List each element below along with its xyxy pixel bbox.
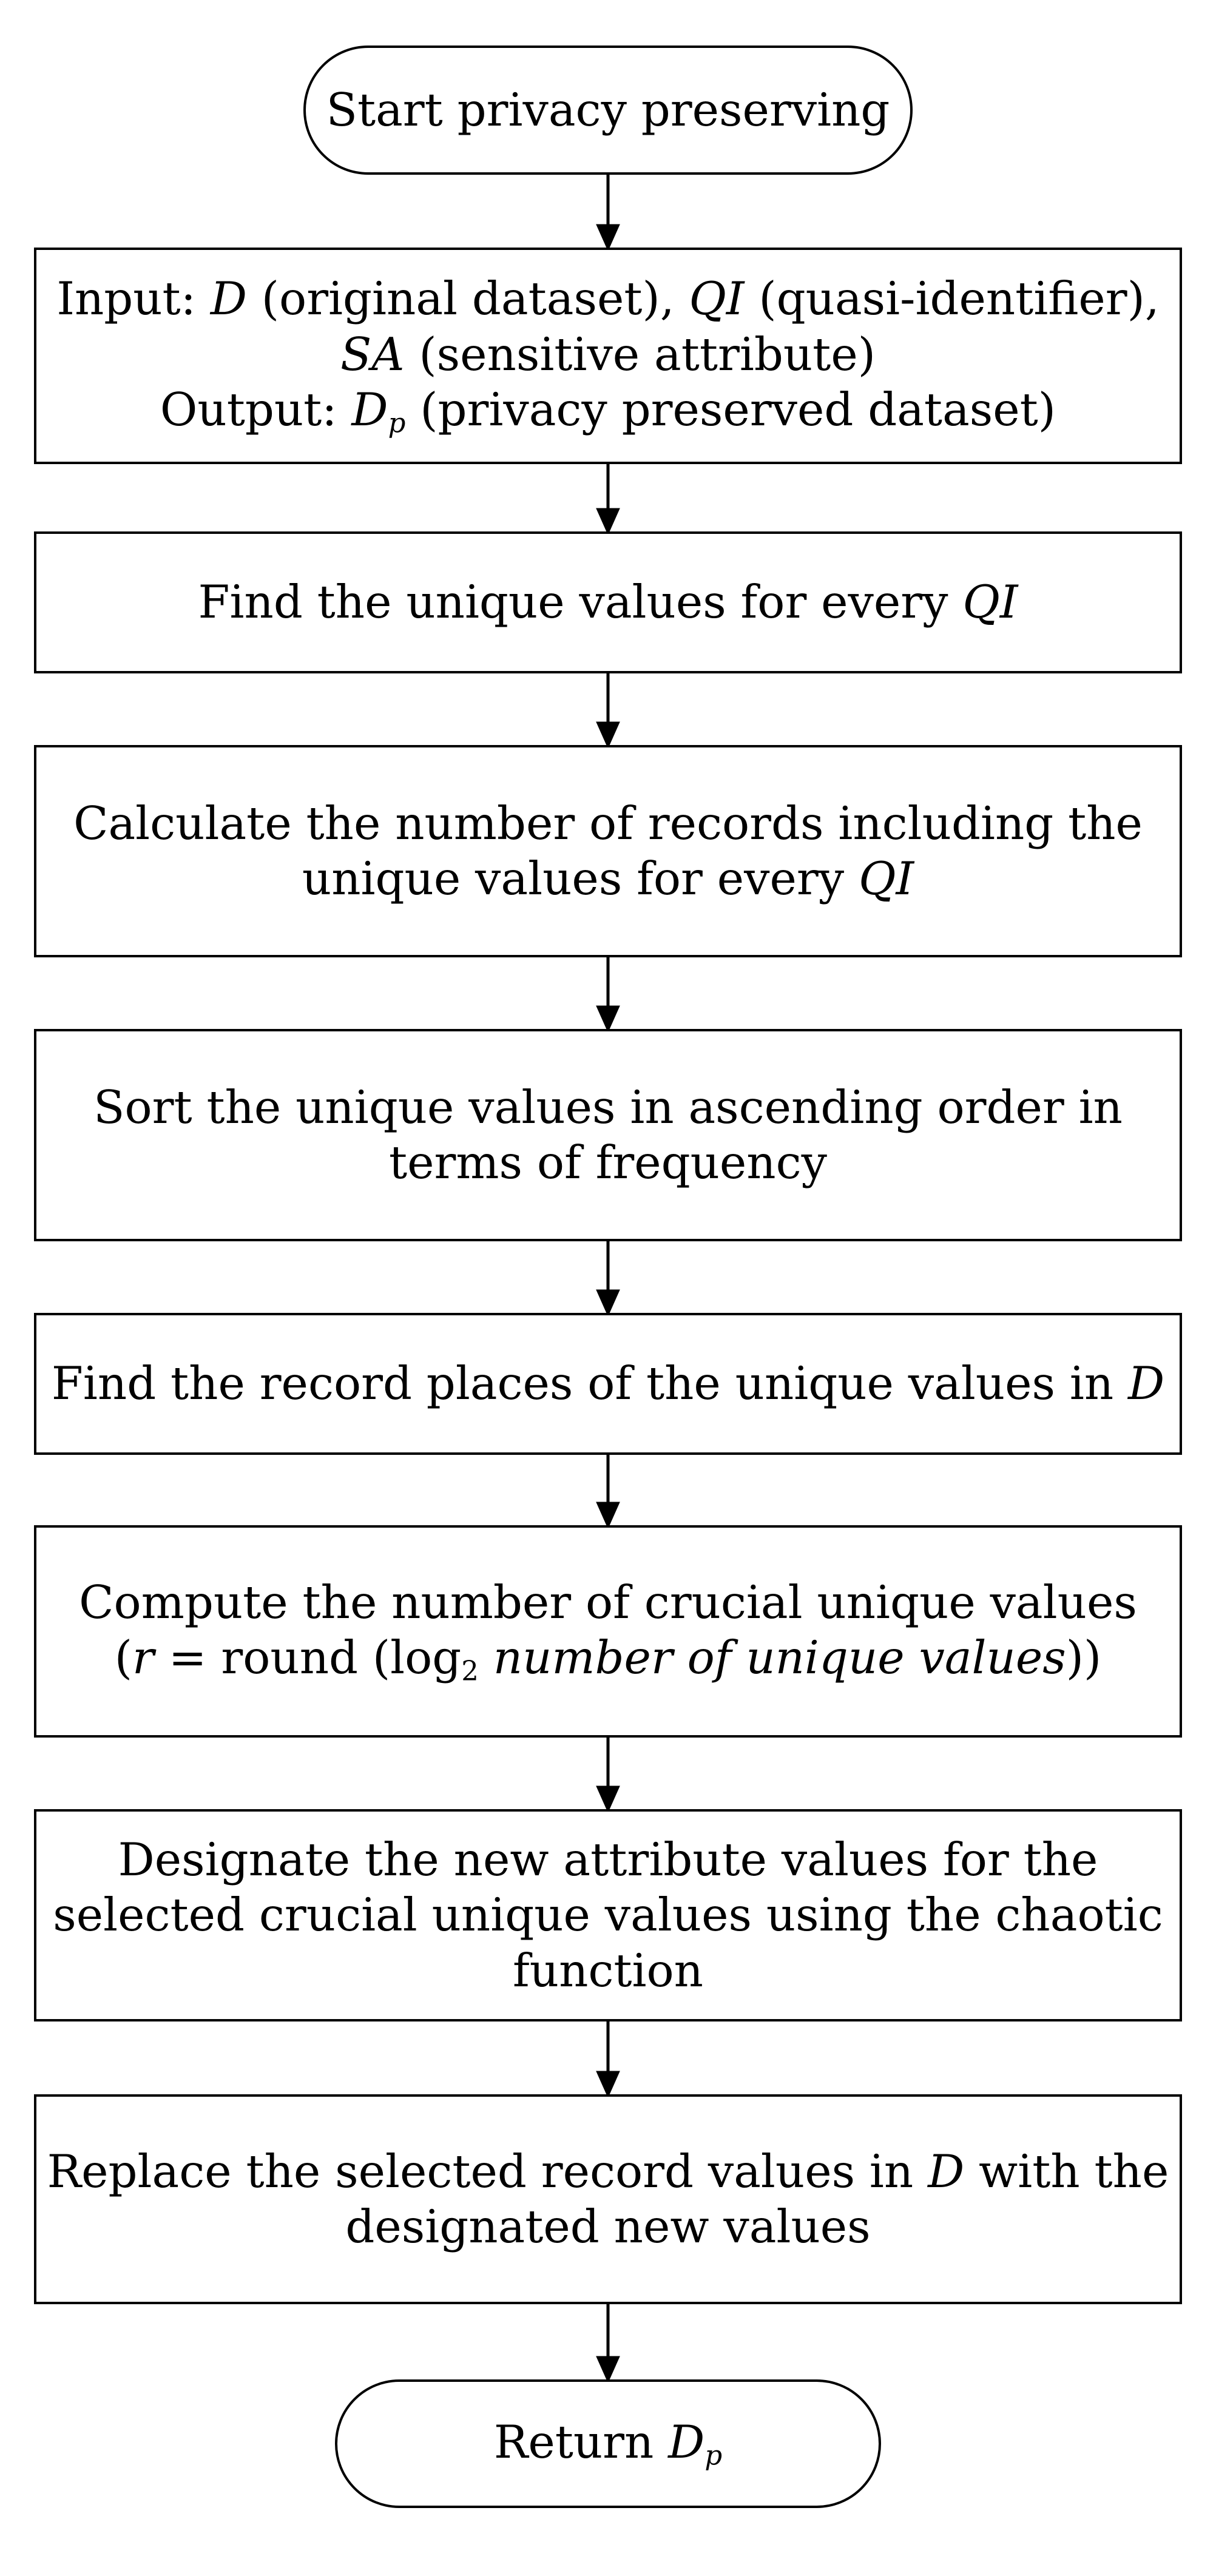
d-description: (original dataset), [246, 272, 689, 326]
step2-qi-variable: QI [858, 852, 914, 905]
output-label: Output: [160, 383, 352, 437]
step4-text: Find the record places of the unique val… [52, 1356, 1164, 1412]
step4-label: Find the record places of the unique val… [51, 1357, 1129, 1411]
step6-line2: selected crucial unique values using the… [53, 1888, 1163, 1942]
step1-text: Find the unique values for every QI [198, 575, 1018, 630]
step7-label-a: Replace the selected record values in [47, 2144, 928, 2198]
sa-description: (sensitive attribute) [404, 327, 876, 381]
dp-description: (privacy preserved dataset) [405, 383, 1056, 437]
step2-label: unique values for every [302, 852, 859, 905]
step-find-unique-values: Find the unique values for every QI [34, 531, 1182, 673]
step7-d-variable: D [928, 2144, 965, 2198]
step7-line2: designated new values [345, 2200, 871, 2253]
step5-close-paren: )) [1066, 1631, 1102, 1685]
qi-variable: QI [689, 272, 745, 326]
arrowhead-step1-to-step2 [596, 721, 620, 749]
arrowhead-io-to-step1 [596, 508, 620, 536]
step5-r-variable: r [132, 1631, 154, 1685]
dp-variable: D [351, 383, 388, 437]
step1-label: Find the unique values for every [198, 575, 963, 629]
sa-line: SA (sensitive attribute) [340, 327, 876, 383]
end-label: Return Dp [494, 2415, 722, 2472]
step-designate-new-values: Designate the new attribute values for t… [34, 1809, 1182, 2021]
start-label: Start privacy preserving [326, 83, 890, 137]
step2-line1: Calculate the number of records includin… [73, 796, 1143, 850]
arrowhead-step6-to-step7 [596, 2071, 620, 2099]
step6-line3: function [513, 1943, 703, 1997]
step1-qi-variable: QI [962, 575, 1018, 629]
step6-line1: Designate the new attribute values for t… [118, 1832, 1098, 1886]
output-line: Output: Dp (privacy preserved dataset) [160, 382, 1056, 440]
input-label: Input: [56, 272, 211, 326]
d-variable: D [210, 272, 247, 326]
end-text: Return [493, 2415, 669, 2469]
step-calculate-records: Calculate the number of records includin… [34, 745, 1182, 957]
step5-italic-term: number of unique values [478, 1631, 1066, 1685]
step2-line2: unique values for every QI [302, 851, 914, 907]
step-replace-record-values: Replace the selected record values in D … [34, 2094, 1182, 2304]
arrowhead-step7-to-end [596, 2356, 620, 2384]
step-find-record-places: Find the record places of the unique val… [34, 1313, 1182, 1455]
step3-line1: Sort the unique values in ascending orde… [93, 1080, 1123, 1134]
step7-label-b: with the [964, 2144, 1169, 2198]
end-d-variable: D [668, 2415, 705, 2469]
step-sort-unique-values: Sort the unique values in ascending orde… [34, 1029, 1182, 1241]
step-compute-crucial-values: Compute the number of crucial unique val… [34, 1525, 1182, 1738]
arrowhead-start-to-io [596, 224, 620, 252]
step5-open-paren: ( [114, 1631, 133, 1685]
step5-round-log: = round (log [154, 1631, 462, 1685]
step5-log-base: 2 [461, 1654, 479, 1687]
sa-variable: SA [340, 327, 405, 381]
start-terminal: Start privacy preserving [303, 46, 913, 175]
arrowhead-step2-to-step3 [596, 1005, 620, 1033]
arrowhead-step5-to-step6 [596, 1785, 620, 1813]
step7-line1: Replace the selected record values in D … [47, 2144, 1169, 2200]
step3-line2: terms of frequency [389, 1136, 827, 1189]
step4-d-variable: D [1128, 1357, 1165, 1411]
arrowhead-step3-to-step4 [596, 1289, 620, 1317]
arrowhead-step4-to-step5 [596, 1502, 620, 1529]
end-terminal: Return Dp [335, 2379, 881, 2508]
input-line: Input: D (original dataset), QI (quasi-i… [56, 271, 1159, 327]
dp-subscript: p [388, 406, 406, 439]
end-dp-subscript: p [704, 2439, 723, 2472]
qi-description: (quasi-identifier), [744, 272, 1160, 326]
step5-formula: (r = round (log2 number of unique values… [115, 1630, 1102, 1688]
step5-line1: Compute the number of crucial unique val… [79, 1575, 1137, 1629]
input-output-box: Input: D (original dataset), QI (quasi-i… [34, 248, 1182, 464]
